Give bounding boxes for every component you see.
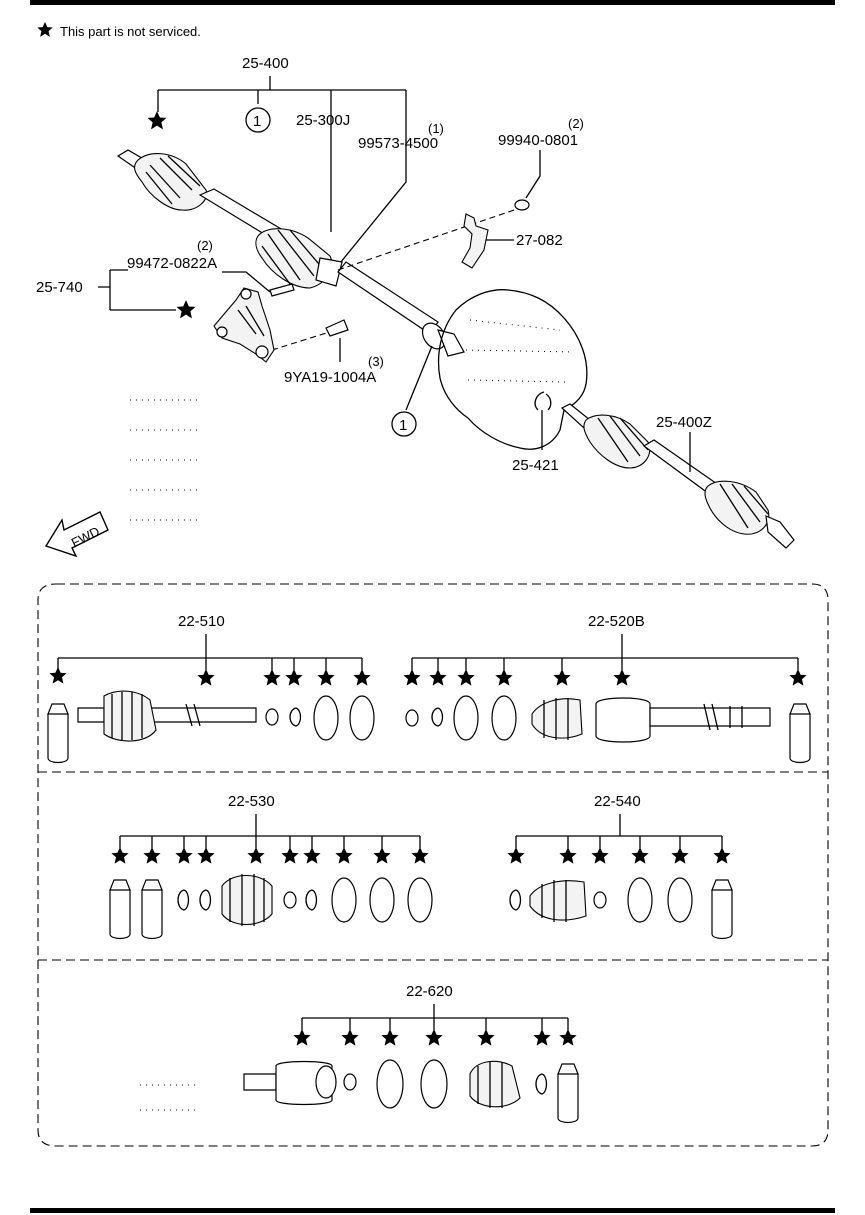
transaxle-outline	[437, 289, 588, 450]
not-serviced-star-icon	[671, 847, 689, 864]
bracket-25-400	[157, 76, 407, 269]
not-serviced-star-icon	[111, 847, 129, 864]
band-clamp-part	[313, 695, 339, 741]
bracket-25-740	[98, 269, 176, 311]
not-serviced-star-icon	[147, 111, 167, 130]
callout-25-300J: 25-300J	[296, 112, 350, 129]
not-serviced-star-icon	[789, 669, 807, 686]
not-serviced-star-icon	[303, 847, 321, 864]
not-serviced-star-icon	[317, 669, 335, 686]
bolt-99472-part	[269, 283, 295, 297]
not-serviced-star-icon	[411, 847, 429, 864]
not-serviced-star-icon	[281, 847, 299, 864]
not-serviced-star-icon	[353, 669, 371, 686]
band-clamp-part	[349, 695, 375, 741]
not-serviced-star-icon	[477, 1029, 495, 1046]
kit-label: 22-540	[594, 793, 641, 810]
not-serviced-star-icon	[341, 1029, 359, 1046]
dust-cap-part	[514, 199, 530, 211]
callout-25-740: 25-740	[36, 279, 83, 296]
not-serviced-star-icon	[263, 669, 281, 686]
kit-22-540: 22-540	[507, 793, 733, 940]
circle-marker-top	[245, 107, 271, 133]
callout-9YA19-qty: (3)	[368, 354, 384, 369]
callout-99940-qty: (2)	[568, 116, 584, 131]
circle-marker-lower-label: 1	[399, 417, 407, 434]
leader-circle-lower	[405, 345, 433, 411]
callout-25-400: 25-400	[242, 55, 289, 72]
not-serviced-star-icon	[373, 847, 391, 864]
not-serviced-star-icon	[559, 847, 577, 864]
kit-22-520B: 22-520B	[403, 613, 811, 764]
not-serviced-star-icon	[381, 1029, 399, 1046]
not-serviced-star-icon	[559, 1029, 577, 1046]
not-serviced-star-icon	[49, 667, 67, 684]
leader-99940	[525, 150, 541, 199]
note-star-icon	[37, 21, 53, 37]
right-drive-shaft	[560, 403, 795, 549]
callout-99573-qty: (1)	[428, 121, 444, 136]
circle-marker-lower	[391, 411, 417, 437]
left-drive-shaft	[116, 149, 465, 357]
top-rule	[30, 0, 835, 5]
guide-dots	[130, 399, 200, 1111]
dash-to-bracket	[271, 329, 337, 351]
not-serviced-star-icon	[247, 847, 265, 864]
kit-22-620: 22-620	[243, 983, 579, 1124]
circle-marker-top-label: 1	[253, 113, 261, 130]
not-serviced-star-icon	[335, 847, 353, 864]
kit-22-530: 22-530	[109, 793, 433, 940]
grease-tube-part	[47, 703, 69, 764]
circlip-25-421-part	[534, 391, 552, 411]
note-text: This part is not serviced.	[60, 24, 201, 39]
callout-25-400Z: 25-400Z	[656, 414, 712, 431]
callout-99940: 99940-0801	[498, 132, 578, 149]
not-serviced-star-icon	[176, 300, 196, 319]
dash-to-cap	[337, 207, 521, 271]
joint-boot-part	[103, 690, 157, 742]
kit-label: 22-530	[228, 793, 275, 810]
kit-label: 22-510	[178, 613, 225, 630]
kit-label: 22-520B	[588, 613, 645, 630]
not-serviced-star-icon	[713, 847, 731, 864]
not-serviced-star-icon	[425, 1029, 443, 1046]
not-serviced-star-icon	[553, 669, 571, 686]
not-serviced-star-icon	[293, 1029, 311, 1046]
not-serviced-star-icon	[143, 847, 161, 864]
callout-99472: 99472-0822A	[127, 255, 217, 272]
callout-9YA19: 9YA19-1004A	[284, 369, 376, 386]
bolt-9YA19-part	[325, 319, 349, 337]
fwd-arrow-icon: FWD	[44, 511, 109, 558]
kits-panel-border	[37, 583, 829, 1147]
kit-label: 22-620	[406, 983, 453, 1000]
clamp-27-082-part	[461, 213, 489, 269]
not-serviced-star-icon	[429, 669, 447, 686]
not-serviced-star-icon	[591, 847, 609, 864]
not-serviced-star-icon	[403, 669, 421, 686]
transaxle-detail	[465, 319, 575, 383]
callout-25-421: 25-421	[512, 457, 559, 474]
not-serviced-star-icon	[631, 847, 649, 864]
not-serviced-star-icon	[175, 847, 193, 864]
not-serviced-star-icon	[613, 669, 631, 686]
callout-27-082: 27-082	[516, 232, 563, 249]
not-serviced-star-icon	[533, 1029, 551, 1046]
callout-99472-qty: (2)	[197, 238, 213, 253]
clamp-ring-part	[265, 708, 279, 726]
leader-99472	[222, 271, 271, 293]
snap-ring-part	[289, 707, 302, 727]
not-serviced-star-icon	[507, 847, 525, 864]
not-serviced-star-icon	[197, 847, 215, 864]
callout-99573: 99573-4500	[358, 135, 438, 152]
not-serviced-star-icon	[197, 669, 215, 686]
not-serviced-star-icon	[285, 669, 303, 686]
not-serviced-star-icon	[495, 669, 513, 686]
bottom-rule	[30, 1208, 835, 1213]
not-serviced-star-icon	[457, 669, 475, 686]
support-bracket-part	[213, 287, 275, 363]
kit-22-510: 22-510	[47, 613, 375, 764]
